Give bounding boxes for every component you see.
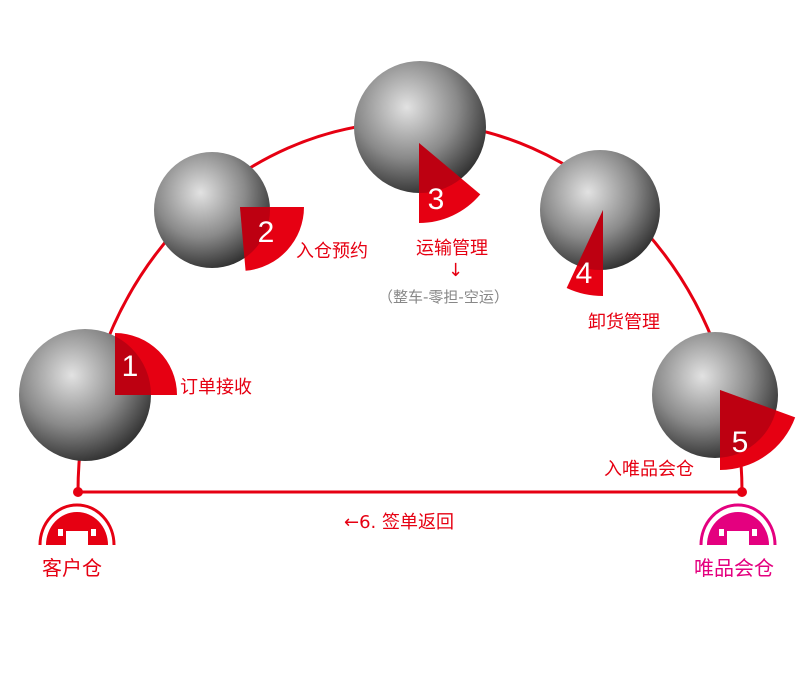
step-1-label: 订单接收 — [180, 377, 252, 398]
step-4-label: 卸货管理 — [588, 312, 660, 333]
step-5-number: 5 — [732, 426, 749, 459]
step-3-label: 运输管理 — [416, 238, 488, 259]
step-5-label: 入唯品会仓 — [604, 459, 694, 480]
step-3-number: 3 — [428, 183, 445, 216]
origin-label: 客户仓 — [42, 556, 102, 580]
step-1-number: 1 — [122, 350, 139, 383]
step-4-photo — [540, 150, 660, 270]
step-4-number: 4 — [576, 257, 593, 290]
origin-dot — [73, 487, 83, 497]
step-2-photo — [154, 152, 270, 268]
step-2-number: 2 — [258, 216, 275, 249]
step-5-wedge-overlay — [720, 390, 778, 458]
step-3-note: （整车-零担-空运） — [378, 288, 509, 306]
return-label: ←6. 签单返回 — [344, 512, 454, 533]
step-4-wedge-overlay — [566, 210, 603, 270]
destination-label: 唯品会仓 — [694, 556, 774, 580]
destination-dot — [737, 487, 747, 497]
step-2-label: 入仓预约 — [296, 241, 368, 262]
step-3-wedge-overlay — [419, 143, 481, 193]
step-3-arrow: ↓ — [448, 260, 464, 281]
step-3-photo — [354, 61, 486, 193]
